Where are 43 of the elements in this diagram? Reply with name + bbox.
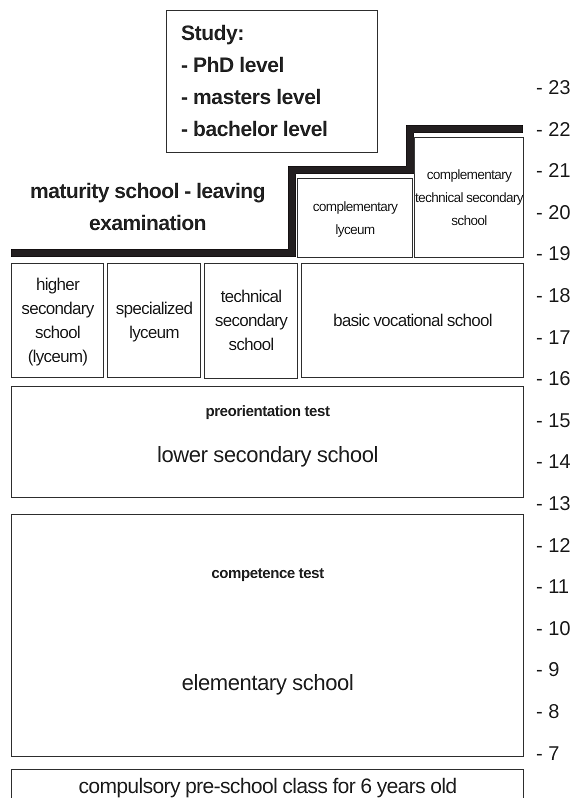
school-name: elementary school: [182, 670, 354, 696]
school-box: [11, 263, 104, 378]
exam-label: maturity school - leaving examination: [29, 179, 266, 237]
age-label: - 9: [536, 658, 560, 682]
age-label: - 20: [536, 200, 570, 225]
school-box: [301, 263, 524, 378]
list-item: - bachelor level: [181, 116, 328, 142]
age-label: - 14: [536, 450, 570, 474]
school-box: [11, 769, 524, 798]
school-name: compulsory pre-school class for 6 years old: [78, 774, 457, 798]
age-label: - 23: [536, 76, 570, 100]
school-name: specialized lyceum: [114, 298, 194, 344]
age-label: - 19: [536, 242, 570, 266]
test-name: competence test: [211, 565, 324, 582]
age-label: - 10: [536, 616, 570, 641]
school-name: complementary lyceum: [312, 198, 399, 239]
school-box: [204, 263, 298, 379]
age-label: - 17: [536, 326, 570, 350]
age-label: - 8: [536, 700, 560, 724]
age-label: - 18: [536, 284, 570, 308]
school-box: [11, 386, 524, 498]
school-box: [11, 514, 524, 757]
age-label: - 22: [536, 118, 570, 142]
school-name: higher secondary school (lyceum): [20, 274, 96, 368]
school-name: technical secondary school: [214, 286, 289, 356]
list-item: - masters level: [181, 84, 321, 110]
age-label: - 7: [536, 742, 560, 766]
age-label: - 15: [536, 408, 570, 433]
test-name: preorientation test: [205, 403, 330, 420]
school-box: [107, 263, 201, 378]
study-box: [166, 10, 378, 153]
list-item: - PhD level: [181, 52, 284, 78]
school-name: lower secondary school: [156, 442, 378, 468]
age-label: - 21: [536, 159, 570, 184]
school-name: basic vocational school: [333, 310, 492, 332]
age-label: - 12: [536, 534, 570, 558]
age-label: - 11: [536, 575, 569, 600]
box-heading: Study:: [181, 20, 244, 46]
school-name: complementary technical secondary school: [415, 166, 523, 230]
age-label: - 16: [536, 367, 570, 392]
school-box: [297, 178, 413, 258]
school-box: [414, 137, 524, 258]
age-label: - 13: [536, 492, 570, 516]
